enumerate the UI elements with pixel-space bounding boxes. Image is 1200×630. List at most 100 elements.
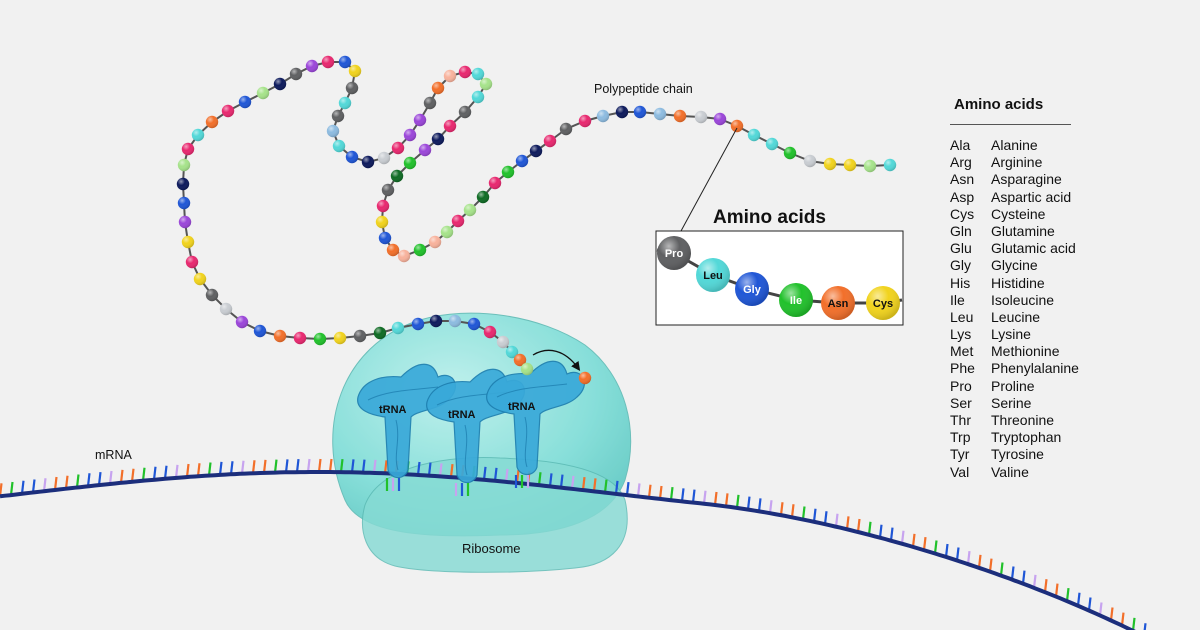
amino-acid-bead — [488, 176, 502, 190]
amino-acid-bead — [615, 105, 629, 119]
amino-acid-bead — [633, 105, 647, 119]
bead-shine — [479, 77, 493, 91]
amino-acid-bead — [448, 314, 462, 328]
bead-shine — [653, 107, 667, 121]
inset-bead-leu: Leu — [696, 258, 730, 292]
amino-acid-bead — [529, 144, 543, 158]
codon-tick — [229, 461, 234, 475]
codon-tick — [757, 498, 762, 512]
amino-acid-bead — [205, 288, 219, 302]
amino-acid-bead — [483, 325, 497, 339]
codon-tick — [669, 487, 674, 501]
codon-tick — [152, 466, 157, 480]
codon-tick — [713, 491, 718, 506]
amino-acid-bead — [391, 141, 405, 155]
codon-tick — [515, 469, 520, 484]
bead-shine — [496, 335, 510, 349]
bead-shine — [413, 113, 427, 127]
amino-acid-bead — [397, 249, 411, 263]
amino-acid-bead — [471, 67, 485, 81]
legend-abbr: Val — [950, 463, 970, 480]
amino-acid-bead — [181, 142, 195, 156]
codon-tick — [900, 530, 905, 544]
inset-bead-ile: Ile — [779, 283, 813, 317]
amino-acid-bead — [520, 362, 534, 376]
amino-acid-bead — [418, 143, 432, 157]
codon-tick — [174, 464, 179, 479]
polypeptide-chain — [176, 55, 897, 385]
legend-abbr: Glu — [950, 240, 972, 257]
amino-acid-bead — [431, 81, 445, 95]
codon-tick — [97, 471, 102, 486]
codon-tick — [1098, 602, 1103, 616]
codon-tick — [1021, 570, 1026, 584]
legend-row-gln: Gln Glutamine — [950, 223, 1080, 240]
inset-bead-label: Cys — [873, 298, 893, 310]
bead-shine — [803, 154, 817, 168]
legend-name: Arginine — [991, 154, 1043, 171]
bead-shine — [376, 199, 390, 213]
codon-tick — [790, 504, 795, 518]
codon-tick — [339, 459, 344, 473]
bead-shine — [783, 146, 797, 160]
amino-acid-bead — [803, 154, 817, 168]
bead-shine — [313, 332, 327, 346]
bead-shine — [730, 119, 744, 133]
codon-tick — [592, 478, 597, 492]
bead-shine — [694, 110, 708, 124]
bead-shine — [253, 324, 267, 338]
legend-abbr: Leu — [950, 308, 974, 325]
codon-tick — [119, 469, 124, 483]
amino-acid-bead — [332, 139, 346, 153]
legend-name: Aspartic acid — [991, 188, 1072, 205]
bead-shine — [353, 329, 367, 343]
inset-bead-pro: Pro — [657, 236, 691, 270]
codon-tick — [691, 489, 696, 503]
inset-bead-label: Asn — [828, 298, 849, 310]
trna-detail — [367, 386, 439, 401]
bead-shine — [321, 55, 335, 69]
bead-shine — [471, 67, 485, 81]
amino-acid-bead — [578, 114, 592, 128]
amino-acid-bead — [883, 158, 897, 172]
amino-acid-bead — [843, 158, 857, 172]
codon-tick — [636, 483, 641, 497]
codon-tick — [988, 558, 993, 572]
legend-abbr: Ile — [950, 291, 965, 308]
trna-detail — [464, 424, 468, 476]
amino-acid-bead — [458, 65, 472, 79]
amino-acid-bead — [653, 107, 667, 121]
codon-tick — [295, 459, 300, 473]
legend-abbr: Gln — [950, 222, 972, 239]
codon-tick — [603, 479, 608, 493]
legend-name: Glutamine — [991, 222, 1055, 239]
codon-tick — [878, 524, 883, 538]
amino-acid-bead — [428, 235, 442, 249]
bead-shine — [883, 158, 897, 172]
inset-bead-asn: Asn — [821, 286, 855, 320]
codon-tick — [493, 467, 498, 481]
bead-shine — [501, 165, 515, 179]
bead-shine — [866, 286, 900, 320]
legend-abbr: Thr — [950, 412, 971, 428]
legend-abbr: Met — [950, 343, 974, 360]
codon-tick — [64, 475, 69, 489]
amino-acid-bead — [515, 154, 529, 168]
amino-acid-bead — [543, 134, 557, 148]
legend-name: Leucine — [991, 308, 1041, 325]
bead-shine — [181, 235, 195, 249]
bead-shine — [177, 196, 191, 210]
codon-tick — [361, 459, 366, 473]
bead-shine — [596, 109, 610, 123]
codon-tick — [427, 462, 432, 476]
legend-abbr: Tyr — [950, 446, 970, 463]
bead-shine — [458, 65, 472, 79]
mrna-label: mRNA — [95, 448, 132, 462]
bead-shine — [451, 214, 465, 228]
amino-acid-bead — [219, 302, 233, 316]
bead-shine — [193, 272, 207, 286]
codon-tick — [911, 533, 916, 548]
